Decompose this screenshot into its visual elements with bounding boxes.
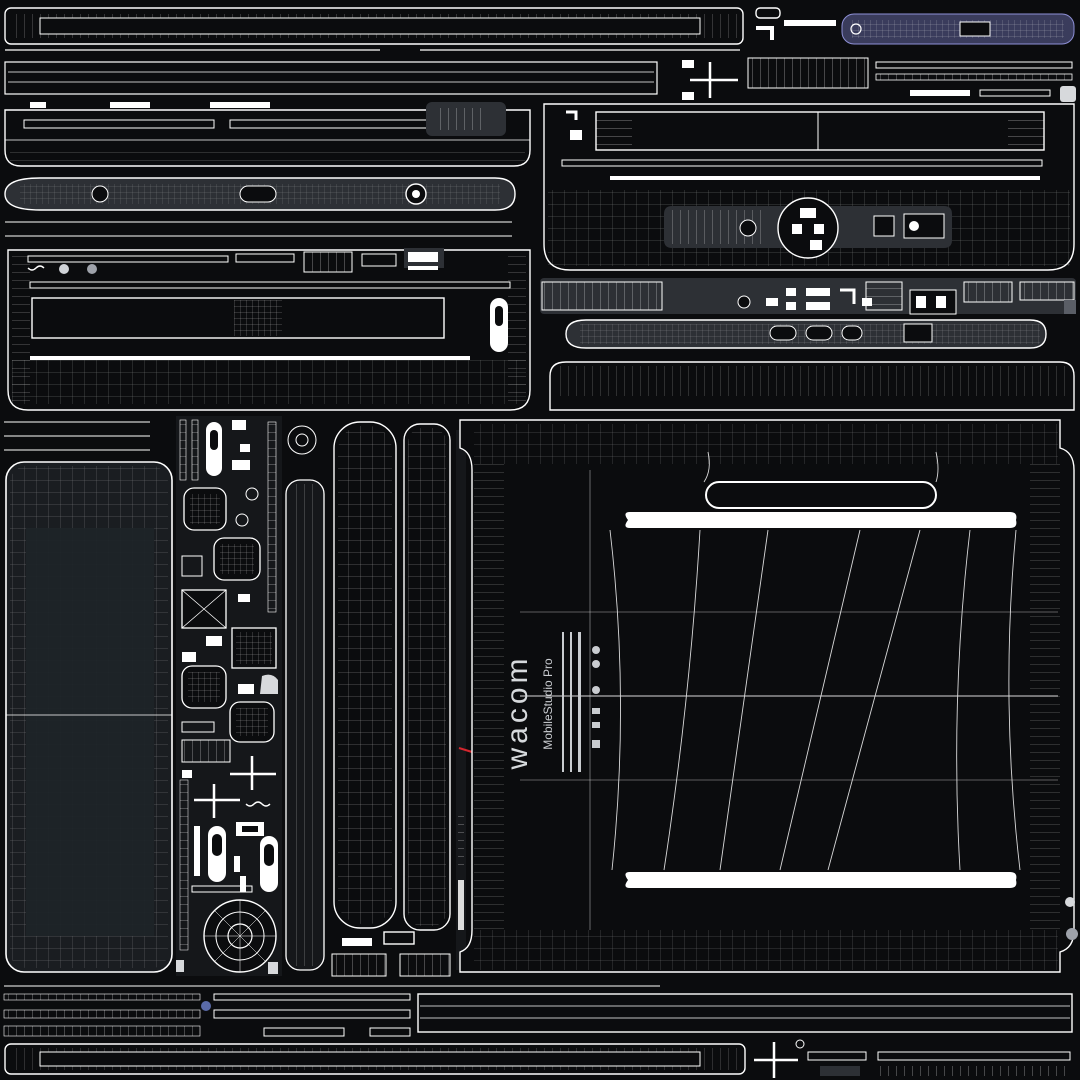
right-edge-bits xyxy=(1064,300,1078,940)
right-middle-strip xyxy=(540,278,1076,411)
top-left-strip-group xyxy=(4,7,744,95)
tablet-back-panel xyxy=(459,419,1075,973)
bottom-strips-group xyxy=(3,985,1073,1078)
vertical-bars-column xyxy=(285,421,473,977)
small-parts-column xyxy=(176,416,282,976)
right-upper-frame xyxy=(543,103,1075,271)
left-middle-frame xyxy=(7,248,531,411)
top-right-parts-group xyxy=(682,7,1076,102)
lower-left-screen-panel xyxy=(4,421,173,973)
upper-left-frame xyxy=(4,102,531,237)
